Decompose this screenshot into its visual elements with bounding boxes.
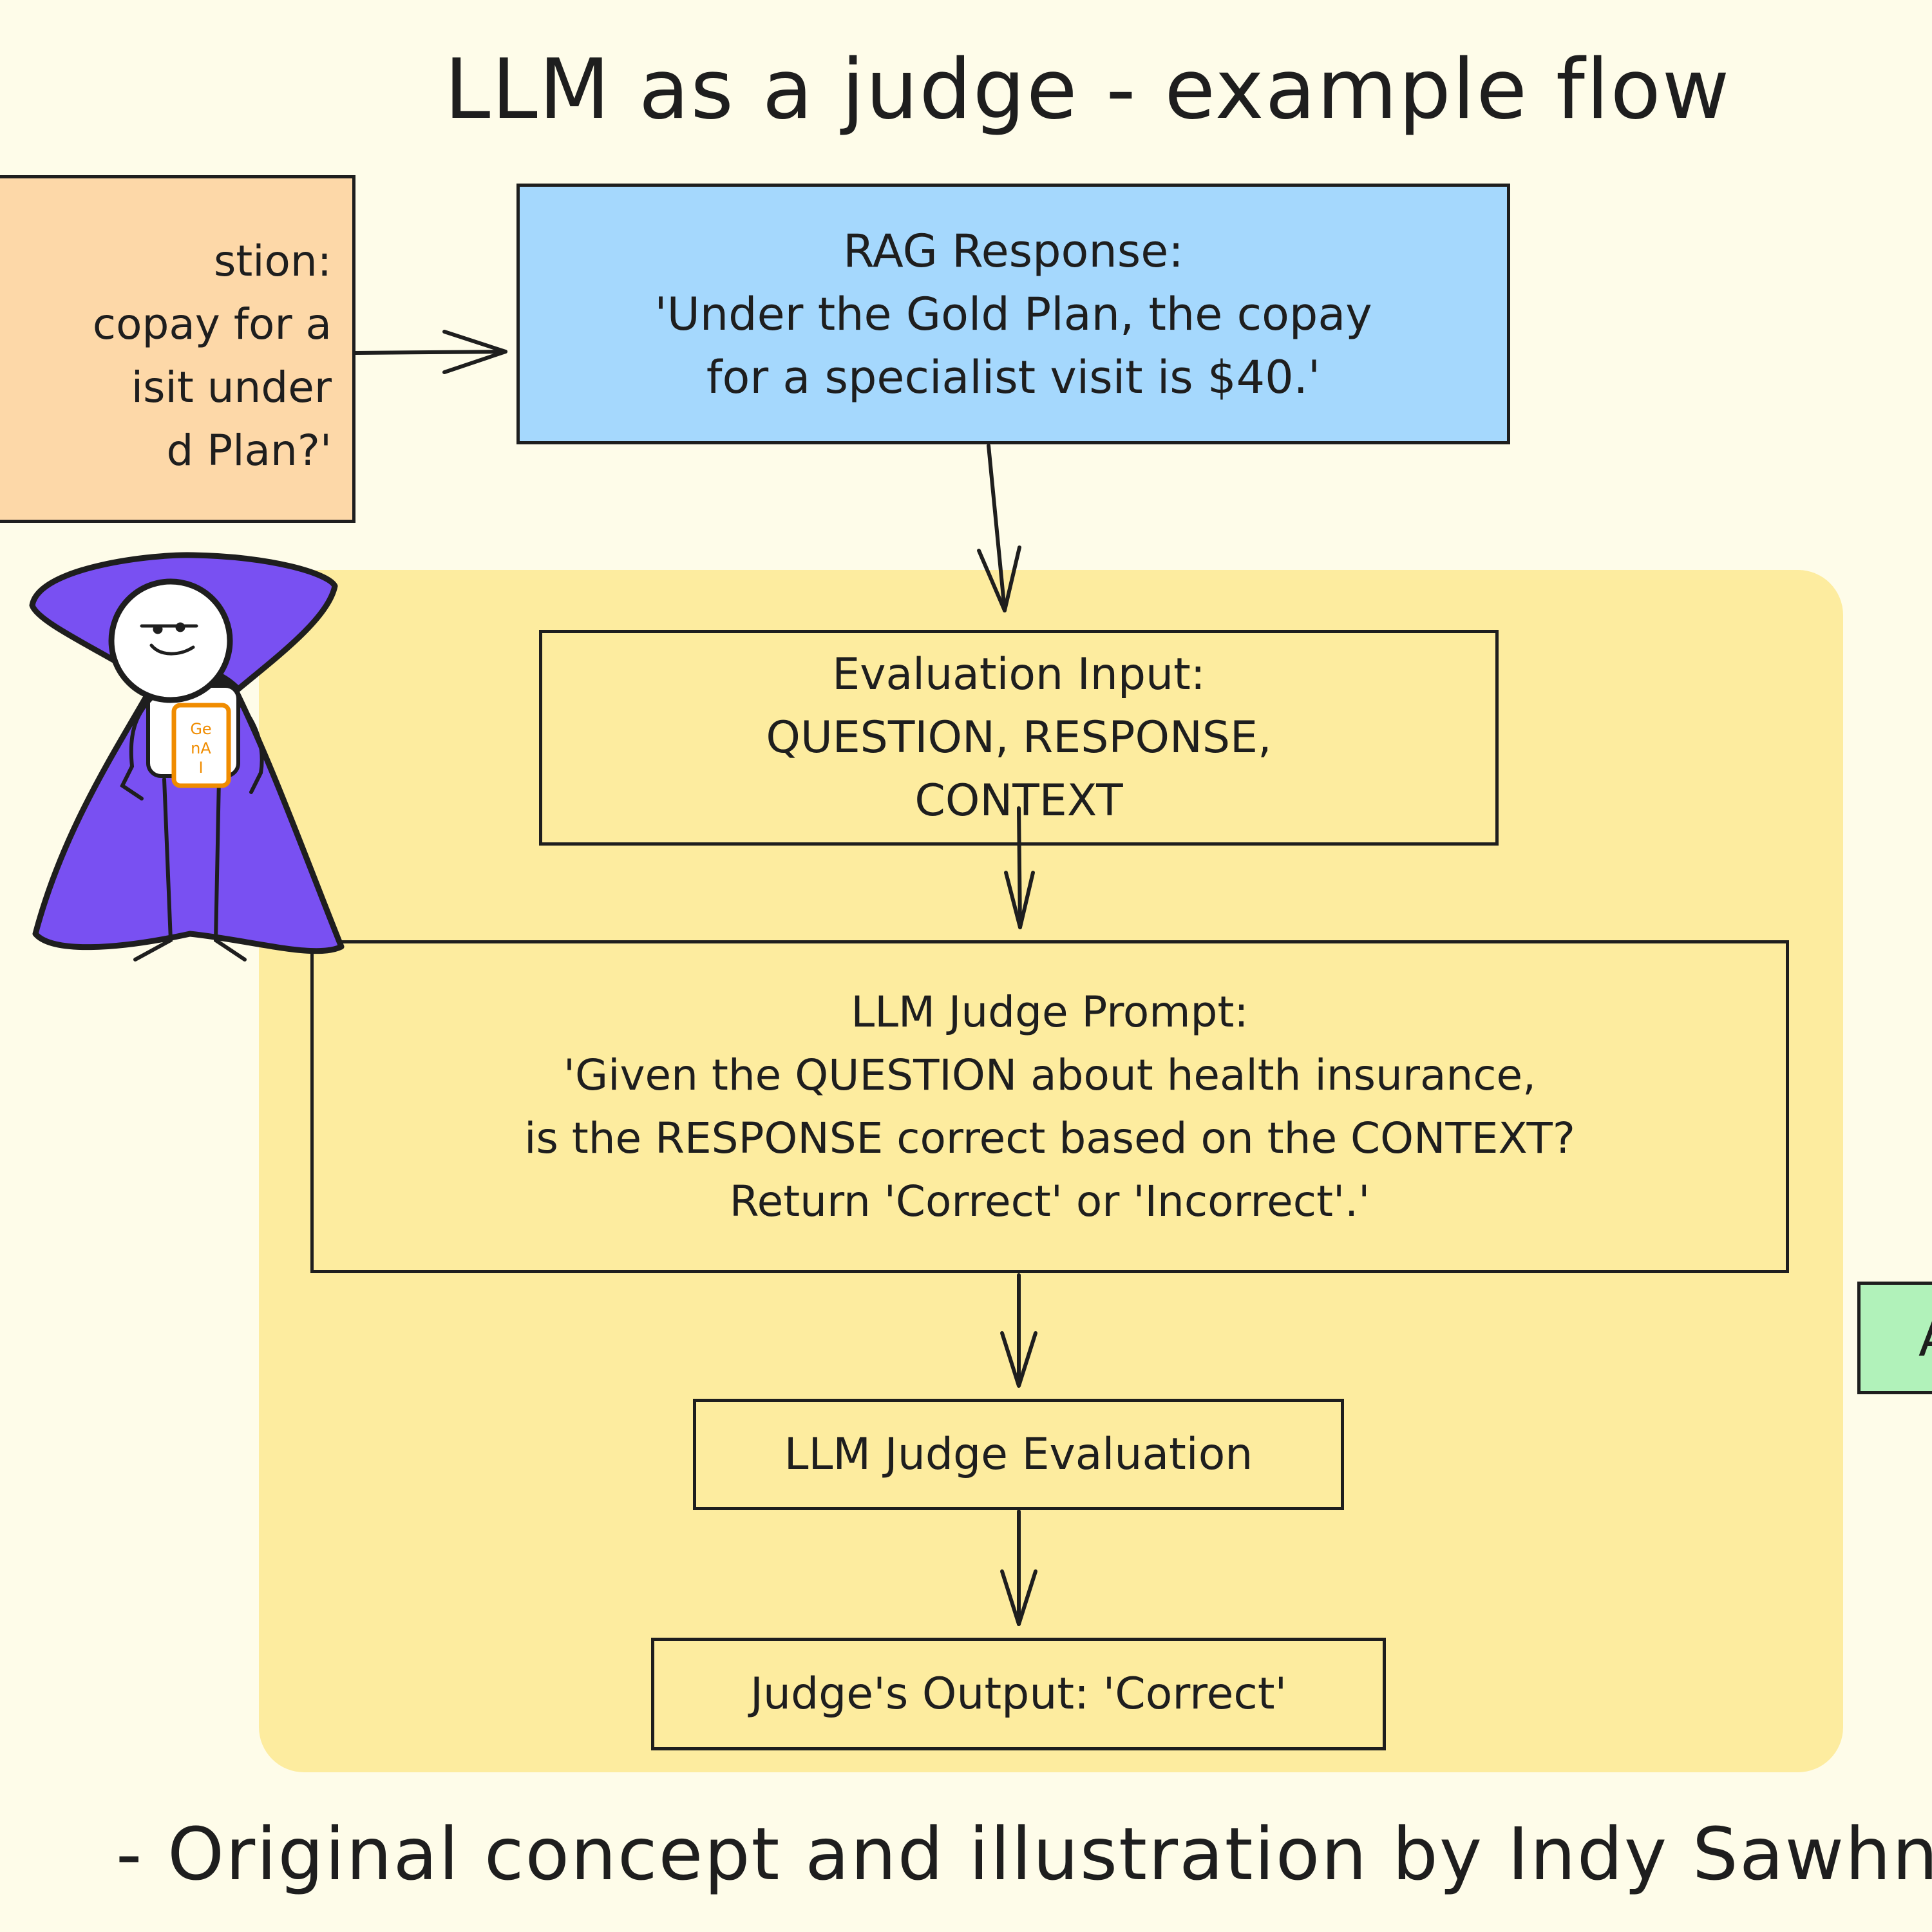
evaluation-input-line: QUESTION, RESPONSE, — [766, 712, 1272, 763]
wizard-cape — [32, 673, 345, 954]
judge-prompt-line: 'Given the QUESTION about health insuran… — [563, 1050, 1537, 1100]
rag-response-line: for a specialist visit is $40.' — [706, 350, 1321, 404]
genai-badge — [171, 703, 231, 788]
judge-evaluation-label: LLM Judge Evaluation — [784, 1428, 1253, 1480]
rag-response-line: 'Under the Gold Plan, the copay — [654, 287, 1372, 341]
judge-region-background — [259, 570, 1843, 1772]
partial-green-label: A — [1918, 1300, 1932, 1377]
wizard-limbs — [120, 697, 264, 961]
arrow-question-to-rag — [354, 330, 507, 374]
question-line: d Plan?' — [166, 426, 332, 475]
judge-prompt-box: LLM Judge Prompt: 'Given the QUESTION ab… — [310, 940, 1789, 1273]
judge-evaluation-box: LLM Judge Evaluation — [693, 1399, 1344, 1510]
judge-output-box: Judge's Output: 'Correct' — [651, 1638, 1386, 1750]
question-line: stion: — [213, 236, 332, 286]
question-line: copay for a — [92, 299, 332, 349]
judge-prompt-line: Return 'Correct' or 'Incorrect'.' — [729, 1176, 1370, 1226]
question-line: isit under — [131, 363, 332, 412]
partial-green-box: A — [1857, 1282, 1932, 1394]
badge-text-line: Ge — [190, 720, 211, 738]
question-box: stion: copay for a isit under d Plan?' — [0, 175, 355, 523]
diagram-title: LLM as a judge - example flow — [444, 42, 1731, 138]
wizard-illustration: Ge nA I — [29, 552, 345, 961]
wizard-face — [140, 622, 198, 656]
wizard-head — [108, 578, 233, 703]
judge-prompt-line: is the RESPONSE correct based on the CON… — [524, 1113, 1575, 1163]
evaluation-input-box: Evaluation Input: QUESTION, RESPONSE, CO… — [539, 630, 1499, 846]
evaluation-input-line: CONTEXT — [914, 775, 1123, 826]
judge-output-label: Judge's Output: 'Correct' — [750, 1668, 1287, 1719]
badge-text-line: nA — [191, 739, 211, 757]
judge-prompt-heading: LLM Judge Prompt: — [851, 987, 1249, 1037]
rag-response-box: RAG Response: 'Under the Gold Plan, the … — [516, 184, 1510, 444]
evaluation-input-heading: Evaluation Input: — [832, 649, 1206, 700]
footer-credit: - Original concept and illustration by I… — [116, 1813, 1932, 1897]
rag-response-heading: RAG Response: — [843, 224, 1184, 278]
badge-text-line: I — [198, 759, 203, 777]
